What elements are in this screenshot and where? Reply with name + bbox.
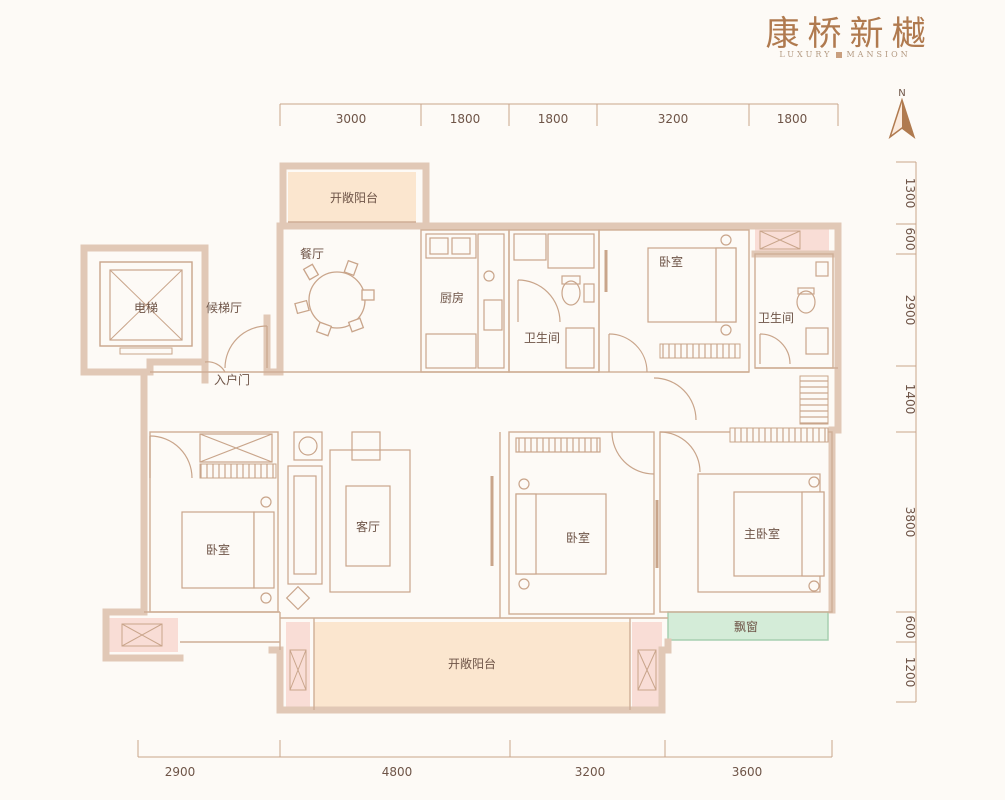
label-dining: 餐厅 bbox=[300, 246, 324, 261]
label-bedroom-ne: 卧室 bbox=[659, 254, 683, 269]
dim-right-7: 1200 bbox=[903, 657, 917, 688]
wardrobe-ne bbox=[659, 343, 741, 359]
dim-right-4: 1400 bbox=[903, 384, 917, 415]
wardrobe-corridor bbox=[799, 375, 829, 425]
brand-mark-icon bbox=[836, 52, 843, 58]
bed-master-icon bbox=[697, 473, 825, 593]
door-swings bbox=[149, 279, 791, 479]
label-bathroom-2: 卫生间 bbox=[758, 311, 794, 325]
sofa-icon bbox=[285, 431, 411, 611]
label-bedroom-west: 卧室 bbox=[206, 542, 230, 557]
bathroom-2-fixtures bbox=[796, 261, 829, 355]
dim-top-2: 1800 bbox=[450, 112, 481, 126]
dim-right-3: 2900 bbox=[903, 295, 917, 326]
brand-subtitle-right: MANSION bbox=[846, 50, 911, 59]
bathroom-1-fixtures bbox=[513, 233, 595, 369]
label-balcony-top: 开敞阳台 bbox=[330, 190, 378, 205]
dim-right-6: 600 bbox=[903, 616, 917, 639]
wardrobe-west bbox=[199, 463, 277, 479]
wardrobe-master bbox=[729, 427, 829, 443]
dim-right-2: 600 bbox=[903, 228, 917, 251]
dim-bottom-4: 3600 bbox=[732, 765, 763, 779]
brand-subtitle-left: LUXURY bbox=[779, 50, 833, 59]
bed-mid-icon bbox=[515, 437, 607, 590]
dim-right-5: 3800 bbox=[903, 507, 917, 538]
dim-bottom-1: 2900 bbox=[165, 765, 196, 779]
north-label: N bbox=[898, 88, 905, 99]
label-elevator-lobby: 候梯厅 bbox=[206, 301, 242, 315]
bed-ne-icon bbox=[647, 234, 737, 336]
bed-west-icon bbox=[181, 433, 275, 604]
label-elevator: 电梯 bbox=[134, 301, 158, 315]
label-master-bedroom: 主卧室 bbox=[744, 526, 780, 541]
dim-right-1: 1300 bbox=[903, 178, 917, 209]
dim-bottom-3: 3200 bbox=[575, 765, 606, 779]
dining-table-icon bbox=[294, 259, 375, 337]
dimension-lines bbox=[137, 103, 917, 758]
balcony-top-fill bbox=[288, 172, 416, 222]
label-living: 客厅 bbox=[356, 519, 380, 534]
brand-title: 康桥新樾 bbox=[765, 14, 934, 54]
label-balcony-bottom: 开敞阳台 bbox=[448, 656, 496, 671]
label-entrance-door: 入户门 bbox=[214, 372, 250, 387]
dim-top-5: 1800 bbox=[777, 112, 808, 126]
label-bathroom-1: 卫生间 bbox=[524, 331, 560, 345]
kitchen-fixtures bbox=[425, 233, 505, 369]
label-kitchen: 厨房 bbox=[440, 290, 464, 305]
ac-units bbox=[121, 230, 801, 691]
bay-window-fill bbox=[667, 611, 829, 641]
brand-subtitle: LUXURY MANSION bbox=[745, 50, 945, 59]
dim-top-4: 3200 bbox=[658, 112, 689, 126]
dim-bottom-2: 4800 bbox=[382, 765, 413, 779]
dim-top-1: 3000 bbox=[336, 112, 367, 126]
ac-unit-ne-fill bbox=[755, 228, 829, 254]
north-arrow-icon bbox=[888, 97, 916, 140]
interior-walls bbox=[144, 221, 838, 710]
elevator-icon bbox=[99, 261, 193, 355]
ac-unit-right-fill bbox=[632, 622, 662, 708]
label-bedroom-mid: 卧室 bbox=[566, 530, 590, 545]
label-bay-window: 飘窗 bbox=[734, 620, 758, 634]
dim-top-3: 1800 bbox=[538, 112, 569, 126]
balcony-bottom-fill bbox=[314, 622, 630, 708]
